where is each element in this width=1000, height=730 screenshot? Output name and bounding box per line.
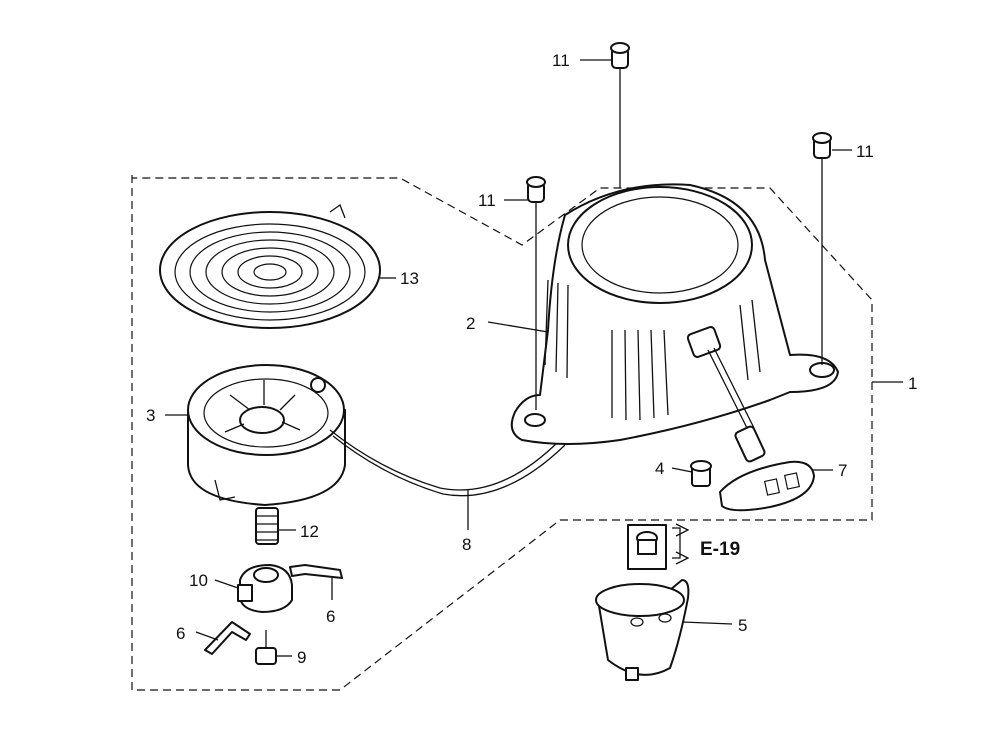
recoil-spring[interactable] [159, 203, 381, 329]
callout-11-left: 11 [478, 191, 496, 210]
callout-11-top: 11 [552, 51, 570, 70]
reference-arrows [672, 523, 690, 565]
leader-lines [165, 59, 903, 657]
callout-8: 8 [462, 535, 471, 554]
recoil-reel[interactable] [187, 364, 346, 506]
reference-nut [627, 524, 667, 570]
callout-9: 9 [297, 648, 306, 667]
setting-screw[interactable] [255, 630, 277, 665]
starter-grip[interactable] [707, 347, 815, 512]
callout-6-right: 6 [326, 607, 335, 626]
assembly-outline [131, 175, 873, 691]
starter-case[interactable] [510, 183, 839, 445]
callout-11-right: 11 [856, 142, 874, 161]
callout-13: 13 [400, 269, 419, 288]
callout-5: 5 [738, 616, 747, 635]
ratchet-right[interactable] [289, 564, 343, 579]
callout-4: 4 [655, 459, 664, 478]
guide-pin[interactable] [690, 460, 712, 487]
callout-1: 1 [908, 374, 917, 393]
callout-10: 10 [189, 571, 208, 590]
callout-2: 2 [466, 314, 475, 333]
case-bolt-right[interactable] [812, 132, 832, 159]
case-vents [544, 279, 761, 421]
callout-3: 3 [146, 406, 155, 425]
reference-e19[interactable]: E-19 [700, 539, 740, 560]
ratchet-left[interactable] [204, 621, 251, 655]
ratchet-guide[interactable] [237, 564, 293, 613]
callout-7: 7 [838, 461, 847, 480]
case-bolt-left[interactable] [526, 176, 546, 203]
friction-spring[interactable] [255, 507, 279, 545]
starter-pulley[interactable] [595, 579, 690, 681]
callout-6-left: 6 [176, 624, 185, 643]
case-bolt-top[interactable] [610, 42, 630, 69]
callout-12: 12 [300, 522, 319, 541]
